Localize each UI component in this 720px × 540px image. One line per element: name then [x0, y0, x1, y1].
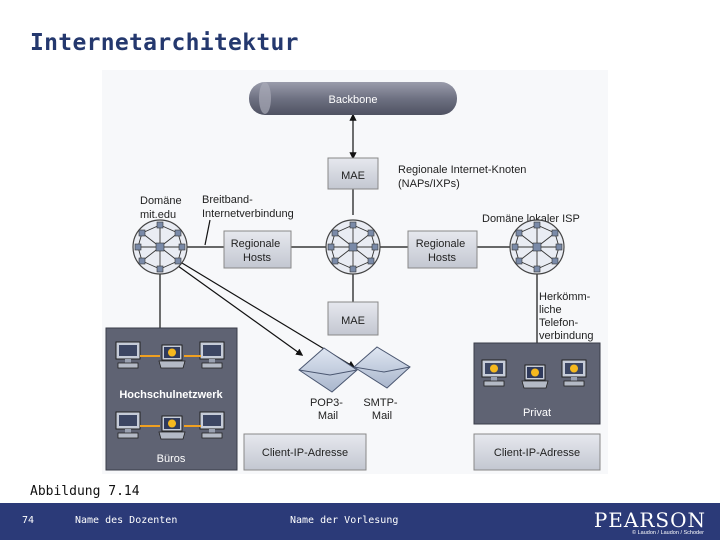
regional-hosts-left-box [223, 230, 292, 269]
desktop-icon [481, 359, 507, 387]
campus-network-label: Hochschulnetzwerk [119, 389, 223, 401]
laptop-icon [521, 364, 549, 389]
mae-top-label: MAE [341, 170, 365, 182]
mit-network-node [132, 219, 188, 275]
client-ip-left-label: Client-IP-Adresse [262, 447, 348, 459]
regional-network-node [325, 219, 381, 275]
desktop-icon [115, 341, 141, 369]
client-ip-right-box [473, 433, 601, 471]
pop3-mail-envelope [298, 347, 358, 393]
smtp-label: SMTP- Mail [363, 397, 400, 422]
private-label: Privat [523, 407, 551, 419]
phone-line-label: Herkömm- liche Telefon- verbindung [539, 291, 593, 342]
broadband-label: Breitband- Internetverbindung [202, 194, 294, 220]
page-number: 74 [22, 515, 35, 526]
isp-network-node [509, 219, 565, 275]
mae-bottom-box [327, 301, 379, 336]
offices-label: Büros [157, 453, 186, 465]
backbone-pipe [249, 82, 457, 115]
domain-isp-label: Domäne lokaler ISP [482, 213, 580, 225]
regional-hosts-left-label: Regionale Hosts [231, 238, 284, 264]
laptop-icon [158, 415, 186, 440]
client-ip-right-label: Client-IP-Adresse [494, 447, 580, 459]
laptop-icon [158, 344, 186, 369]
course-name: Name der Vorlesung [290, 515, 399, 526]
footer-bar: 74 Name des Dozenten Name der Vorlesung … [0, 503, 720, 540]
slide-title: Internetarchitektur [30, 30, 299, 56]
desktop-icon [115, 411, 141, 439]
lecturer-name: Name des Dozenten [75, 515, 178, 526]
mae-bottom-label: MAE [341, 315, 365, 327]
mae-top-box [327, 157, 379, 190]
figure-caption: Abbildung 7.14 [30, 484, 140, 499]
backbone-label: Backbone [329, 94, 378, 106]
regional-nodes-label: Regionale Internet-Knoten (NAPs/IXPs) [398, 164, 530, 190]
client-ip-left-box [243, 433, 367, 471]
desktop-icon [199, 341, 225, 369]
pearson-logo: PEARSON [593, 508, 706, 532]
desktop-icon [199, 411, 225, 439]
regional-hosts-right-box [407, 230, 478, 269]
smtp-mail-envelope [353, 346, 411, 389]
pop3-label: POP3- Mail [310, 397, 346, 422]
desktop-icon [561, 359, 587, 387]
internet-architecture-diagram: Backbone MAE Regionale Internet-Knoten (… [102, 70, 608, 474]
domain-mit-label: Domäne mit.edu [140, 195, 185, 221]
copyright-note: © Laudon / Laudon / Schoder [632, 530, 704, 536]
regional-hosts-right-label: Regionale Hosts [416, 238, 469, 264]
